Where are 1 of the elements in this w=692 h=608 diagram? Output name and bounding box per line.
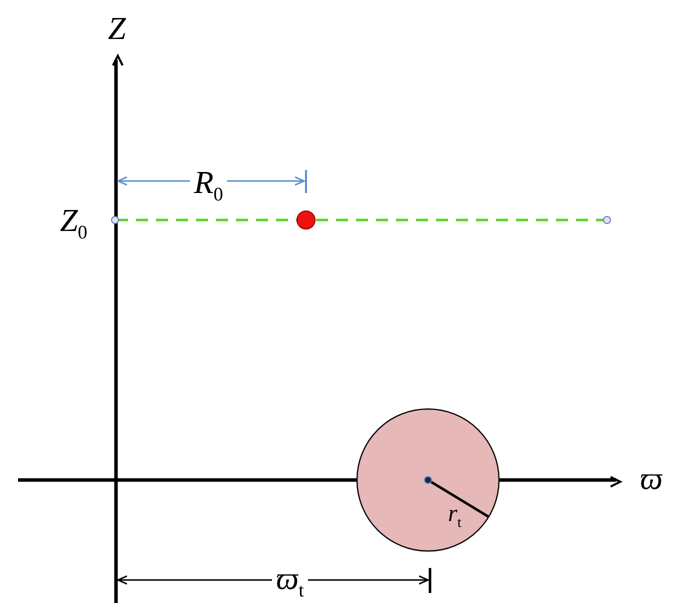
radius-label: r$_{t}$: [448, 502, 462, 530]
